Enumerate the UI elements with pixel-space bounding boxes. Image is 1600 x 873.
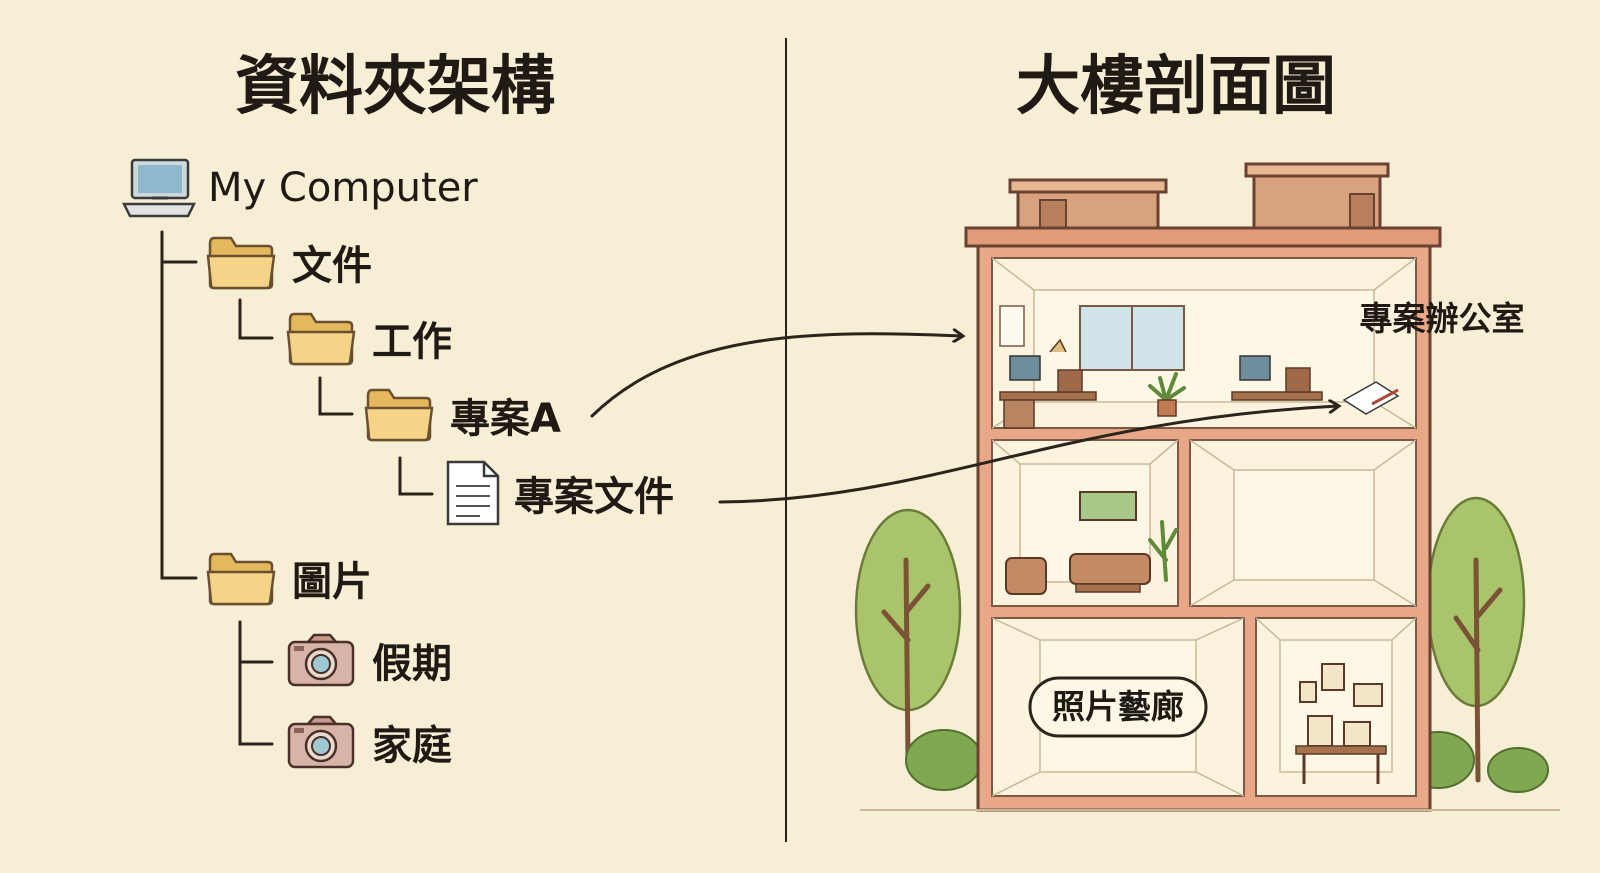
folder-icon <box>364 388 434 442</box>
tree-node-documents-label: 文件 <box>292 243 372 289</box>
room-photo-gallery: 照片藝廊 <box>991 617 1245 797</box>
camera-icon <box>287 715 355 769</box>
tree-node-pictures-label: 圖片 <box>292 559 372 605</box>
building-section-title: 大樓剖面圖 <box>1016 50 1336 124</box>
room-project-office <box>991 257 1417 429</box>
tree-node-family-label: 家庭 <box>372 723 452 769</box>
folder-structure-title: 資料夾架構 <box>235 50 555 124</box>
arrow-project-file-to-desk <box>718 406 1338 504</box>
tree-node-pictures[interactable]: 圖片 <box>206 552 372 606</box>
room-lounge <box>991 439 1179 607</box>
tree-node-root[interactable]: My Computer <box>121 158 478 218</box>
room-label-office: 專案辦公室 <box>1360 299 1525 338</box>
tree-node-vacation[interactable]: 假期 <box>287 633 452 687</box>
room-frames <box>1255 617 1417 797</box>
folder-icon <box>286 312 356 366</box>
computer-icon <box>121 158 197 218</box>
arrow-project-a-to-office <box>590 334 962 418</box>
tree-node-project-a[interactable]: 專案A <box>364 388 561 442</box>
room-empty <box>1189 439 1417 607</box>
tree-connectors <box>160 230 434 746</box>
tree-node-vacation-label: 假期 <box>372 641 452 687</box>
tree-node-work-label: 工作 <box>372 319 452 365</box>
folder-icon <box>206 236 276 290</box>
tree-node-work[interactable]: 工作 <box>286 312 452 366</box>
document-icon <box>446 460 500 526</box>
camera-icon <box>287 633 355 687</box>
tree-node-family[interactable]: 家庭 <box>287 715 452 769</box>
tree-node-project-file-label: 專案文件 <box>514 474 674 520</box>
tree-left-decoration <box>854 508 983 791</box>
tree-node-documents[interactable]: 文件 <box>206 236 372 290</box>
folder-icon <box>206 552 276 606</box>
room-label-gallery: 照片藝廊 <box>1052 687 1184 726</box>
tree-node-project-a-label: 專案A <box>450 396 561 442</box>
rooftop <box>964 162 1442 248</box>
tree-node-project-file[interactable]: 專案文件 <box>446 460 674 526</box>
tree-node-root-label: My Computer <box>208 165 478 211</box>
